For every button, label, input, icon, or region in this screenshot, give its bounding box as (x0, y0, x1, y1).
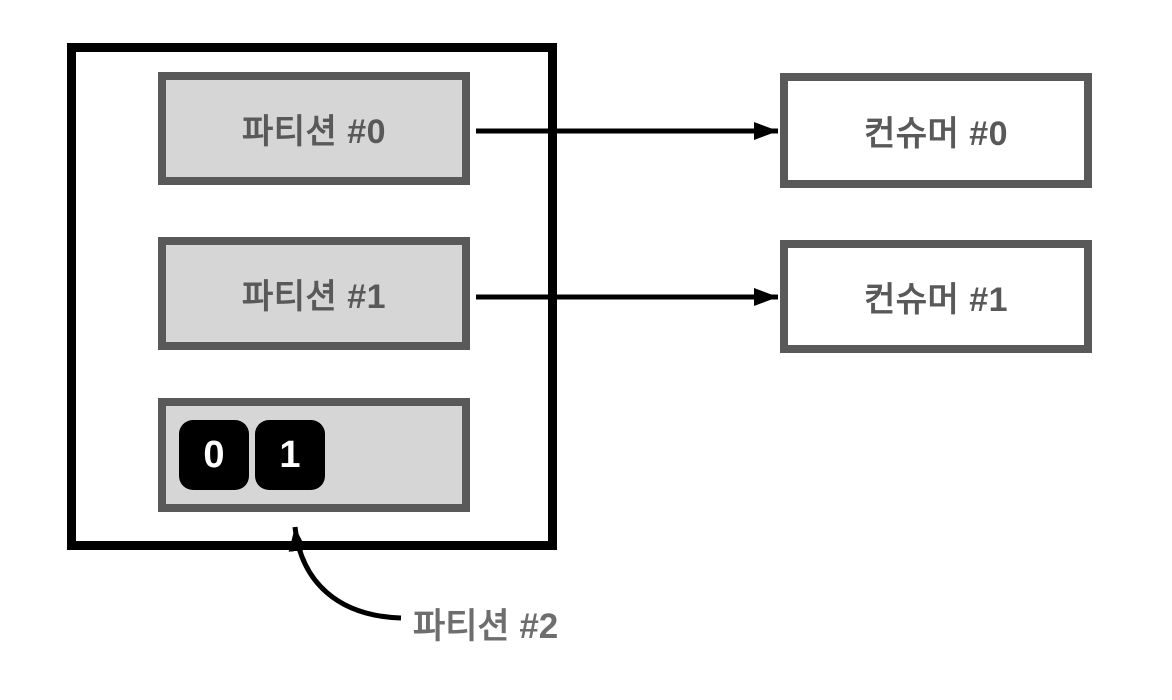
record-0: 0 (179, 420, 249, 490)
consumer-0-label: 컨슈머 #0 (863, 115, 1009, 153)
partition-2-annotation-label: 파티션 #2 (413, 607, 559, 646)
partition-2-box: 0 1 (158, 398, 470, 512)
partition-0-box: 파티션 #0 (158, 72, 470, 185)
partition-0-label: 파티션 #0 (241, 113, 387, 151)
record-1-value: 1 (279, 434, 301, 476)
partition-1-box: 파티션 #1 (158, 237, 470, 350)
consumer-1-label: 컨슈머 #1 (863, 281, 1009, 319)
consumer-0-box: 컨슈머 #0 (780, 73, 1092, 188)
partition-1-label: 파티션 #1 (241, 278, 387, 316)
record-0-value: 0 (203, 434, 225, 476)
record-1: 1 (255, 420, 325, 490)
consumer-1-box: 컨슈머 #1 (780, 240, 1092, 353)
